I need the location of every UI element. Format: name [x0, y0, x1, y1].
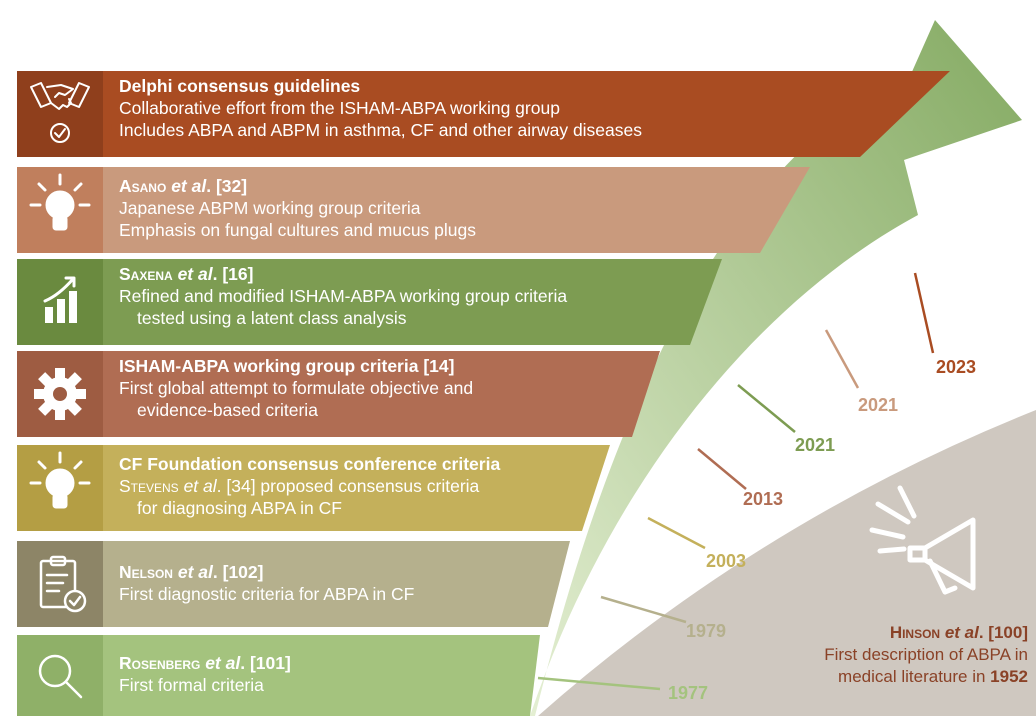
band-cf-shape [17, 445, 610, 531]
tick-isham [697, 448, 747, 490]
band-rosenberg-ref: . [101] [240, 653, 291, 673]
tick-asano [824, 329, 860, 389]
band-delphi-line-1: Collaborative effort from the ISHAM-ABPA… [119, 98, 560, 118]
tick-rosenberg [537, 676, 661, 691]
growth-chart-icon [17, 259, 103, 345]
tick-cf [647, 516, 706, 550]
tick-nelson [600, 595, 687, 624]
band-saxena: Saxena et al. [16] Refined and modified … [0, 259, 722, 345]
year-label-2003: 2003 [706, 551, 747, 571]
band-isham-line-2: evidence-based criteria [137, 400, 318, 420]
band-isham-shape [17, 351, 660, 437]
band-asano-shape [17, 167, 810, 253]
magnifier-icon [17, 635, 103, 716]
hinson-year: 1952 [990, 667, 1028, 686]
band-rosenberg-etal: et al [205, 653, 241, 673]
band-asano-line-1: Japanese ABPM working group criteria [119, 198, 421, 218]
tick-delphi [913, 272, 935, 354]
lightbulb-icon [17, 445, 103, 531]
band-delphi-title: Delphi consensus guidelines [119, 76, 361, 96]
band-saxena-shape [17, 259, 722, 345]
megaphone-icon [869, 485, 976, 595]
gear-icon [17, 351, 103, 437]
band-nelson-author: Nelson [119, 562, 173, 582]
year-label-2013: 2013 [743, 489, 784, 509]
band-nelson-etal: et al [177, 562, 213, 582]
band-saxena-line-2: tested using a latent class analysis [137, 308, 407, 328]
year-label-2021-saxena: 2021 [795, 435, 836, 455]
band-nelson-ref: . [102] [212, 562, 264, 582]
band-delphi-shape [17, 71, 950, 157]
hinson-author: Hinson [889, 623, 941, 642]
band-nelson-shape [17, 541, 570, 627]
hinson-ref: . [100] [978, 623, 1028, 642]
band-rosenberg: Rosenberg et al. [101] First formal crit… [0, 635, 540, 716]
hinson-line-2: medical literature in [838, 667, 991, 686]
band-cf-line-1-rest: . [34] proposed consensus criteria [216, 476, 480, 496]
band-asano: Asano et al. [32] Japanese ABPM working … [0, 167, 810, 253]
hinson-note: Hinson et al. [100] First description of… [768, 622, 1028, 688]
year-label-2023: 2023 [936, 357, 977, 377]
band-saxena-line-1: Refined and modified ISHAM-ABPA working … [119, 286, 568, 306]
clipboard-check-icon [17, 541, 103, 627]
band-cf-author: Stevens [119, 476, 179, 496]
band-saxena-ref: . [16] [212, 264, 254, 284]
band-isham-line-1: First global attempt to formulate object… [119, 378, 474, 398]
band-isham-title: ISHAM-ABPA working group criteria [14] [119, 356, 455, 376]
band-nelson: Nelson et al. [102] First diagnostic cri… [0, 541, 570, 627]
year-label-1977: 1977 [668, 683, 709, 703]
grey-wedge-background [538, 410, 1036, 716]
tick-saxena [737, 384, 796, 433]
band-asano-line-2: Emphasis on fungal cultures and mucus pl… [119, 220, 477, 240]
band-cf: CF Foundation consensus conference crite… [0, 445, 610, 531]
hinson-line-1: First description of ABPA in [824, 645, 1028, 664]
band-rosenberg-author: Rosenberg [119, 653, 201, 673]
band-cf-etal: et al [183, 476, 217, 496]
band-cf-line-2: for diagnosing ABPA in CF [137, 498, 342, 518]
band-saxena-author: Saxena [119, 264, 173, 284]
band-delphi-line-2: Includes ABPA and ABPM in asthma, CF and… [119, 120, 643, 140]
band-asano-author: Asano [119, 176, 167, 196]
band-rosenberg-line-1: First formal criteria [119, 675, 264, 695]
timeline-arrow [530, 20, 1022, 716]
band-rosenberg-shape [17, 635, 540, 716]
year-label-1979: 1979 [686, 621, 727, 641]
band-asano-ref: . [32] [206, 176, 248, 196]
band-nelson-line-1: First diagnostic criteria for ABPA in CF [119, 584, 415, 604]
band-isham: ISHAM-ABPA working group criteria [14] F… [0, 351, 660, 437]
band-cf-title: CF Foundation consensus conference crite… [119, 454, 501, 474]
hinson-etal: et al [944, 623, 979, 642]
lightbulb-icon [17, 167, 103, 253]
handshake-check-icon [17, 71, 103, 157]
year-label-2021-asano: 2021 [858, 395, 899, 415]
band-delphi: Delphi consensus guidelines Collaborativ… [0, 71, 950, 157]
band-asano-etal: et al [171, 176, 207, 196]
band-saxena-etal: et al [177, 264, 213, 284]
